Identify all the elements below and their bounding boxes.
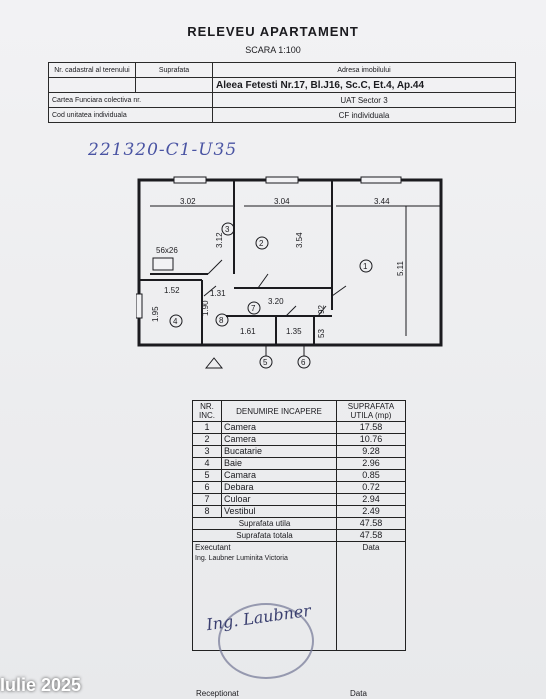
room-marker (169, 314, 183, 328)
room-name: Culoar (221, 493, 337, 506)
window (173, 176, 207, 184)
room-nr: 6 (192, 481, 222, 494)
room-area: 17.58 (336, 421, 406, 434)
room-name: Camera (221, 433, 337, 446)
room-nr: 5 (192, 469, 222, 482)
executant-name: Ing. Laubner Luminita Victoria (195, 555, 288, 562)
document-title: RELEVEU APARTAMENT (187, 24, 359, 39)
dim-302: 3.02 (180, 197, 196, 206)
dim-304: 3.04 (274, 197, 290, 206)
room-number-5: 5 (263, 358, 268, 367)
executant-label: Executant (195, 543, 231, 552)
dim-354: 3.54 (295, 232, 304, 248)
scale-label: SCARA 1:100 (245, 45, 301, 55)
carte-funciara-cell: Cartea Funciara colectiva nr. (48, 92, 213, 108)
adresa-value: Aleea Fetesti Nr.17, Bl.J16, Sc.C, Et.4,… (212, 77, 516, 93)
cod-unitate-cell: Cod unitatea individuala (48, 107, 213, 123)
suprafata-utila-value: 47.58 (336, 517, 406, 530)
room-area: 0.72 (336, 481, 406, 494)
floor-plan: 3.02 3.04 3.44 3.12 3.54 5.11 56x26 1.52… (136, 176, 443, 369)
room-marker (255, 236, 269, 250)
adresa-label-cell: Adresa imobilului (212, 62, 516, 78)
room-area: 0.85 (336, 469, 406, 482)
room-number-8: 8 (219, 316, 224, 325)
room-area: 2.49 (336, 505, 406, 518)
room-marker (247, 301, 261, 315)
nr-cadastral-cell: Nr. cadastral al terenului (48, 62, 136, 78)
receptionat-label: Receptionat (196, 689, 239, 698)
col-denumire: DENUMIRE INCAPERE (221, 400, 337, 422)
room-area: 2.96 (336, 457, 406, 470)
room-name: Vestibul (221, 505, 337, 518)
suprafata-utila-label: Suprafata utila (192, 517, 337, 530)
window (360, 176, 402, 184)
dim-312: 3.12 (215, 232, 224, 248)
dim-344: 3.44 (374, 197, 390, 206)
room-number-2: 2 (259, 239, 264, 248)
col-nr: NR. INC. (192, 400, 222, 422)
header-table: Nr. cadastral al terenului Suprafata Adr… (48, 62, 516, 123)
dim-135: 1.35 (286, 327, 302, 336)
room-marker (359, 259, 373, 273)
dim-131: 1.31 (210, 289, 226, 298)
dim-56x26: 56x26 (156, 246, 178, 255)
room-number-3: 3 (225, 225, 230, 234)
room-name: Baie (221, 457, 337, 470)
room-nr: 3 (192, 445, 222, 458)
dim-195: 1.95 (151, 306, 160, 322)
room-name: Camera (221, 421, 337, 434)
room-marker (215, 313, 229, 327)
handwritten-number: 221320-C1-U35 (88, 140, 238, 160)
cf-individuala-cell: CF individuala (212, 107, 516, 123)
room-name: Debara (221, 481, 337, 494)
dim-152: 1.52 (164, 286, 180, 295)
date-watermark: Iulie 2025 (0, 675, 82, 695)
room-number-1: 1 (363, 262, 368, 271)
room-marker (221, 222, 235, 236)
room-area: 2.94 (336, 493, 406, 506)
official-stamp (218, 603, 314, 679)
dim-161: 1.61 (240, 327, 256, 336)
window (136, 293, 143, 319)
rooms-table: NR. INC. DENUMIRE INCAPERE SUPRAFATA UTI… (192, 400, 406, 651)
duct (152, 257, 174, 271)
dim-320: 3.20 (268, 297, 284, 306)
entrance-marker (204, 357, 224, 369)
room-number-4: 4 (173, 317, 178, 326)
room-nr: 2 (192, 433, 222, 446)
data2-label: Data (350, 689, 367, 698)
dim-53: 53 (317, 329, 326, 338)
room-area: 10.76 (336, 433, 406, 446)
room-nr: 1 (192, 421, 222, 434)
dim-92: 92 (317, 305, 326, 314)
window (265, 176, 299, 184)
suprafata-totala-value: 47.58 (336, 529, 406, 542)
data-label: Data (336, 541, 406, 651)
room-name: Camara (221, 469, 337, 482)
room-number-7: 7 (251, 304, 256, 313)
dim-511: 5.11 (396, 260, 405, 276)
room-nr: 8 (192, 505, 222, 518)
room-number-6: 6 (301, 358, 306, 367)
suprafata-cell: Suprafata (135, 62, 213, 78)
room-name: Bucatarie (221, 445, 337, 458)
dim-190: 1.90 (201, 300, 210, 316)
room-area: 9.28 (336, 445, 406, 458)
room-nr: 7 (192, 493, 222, 506)
col-suprafata: SUPRAFATA UTILA (mp) (336, 400, 406, 422)
uat-cell: UAT Sector 3 (212, 92, 516, 108)
suprafata-totala-label: Suprafata totala (192, 529, 337, 542)
room-nr: 4 (192, 457, 222, 470)
